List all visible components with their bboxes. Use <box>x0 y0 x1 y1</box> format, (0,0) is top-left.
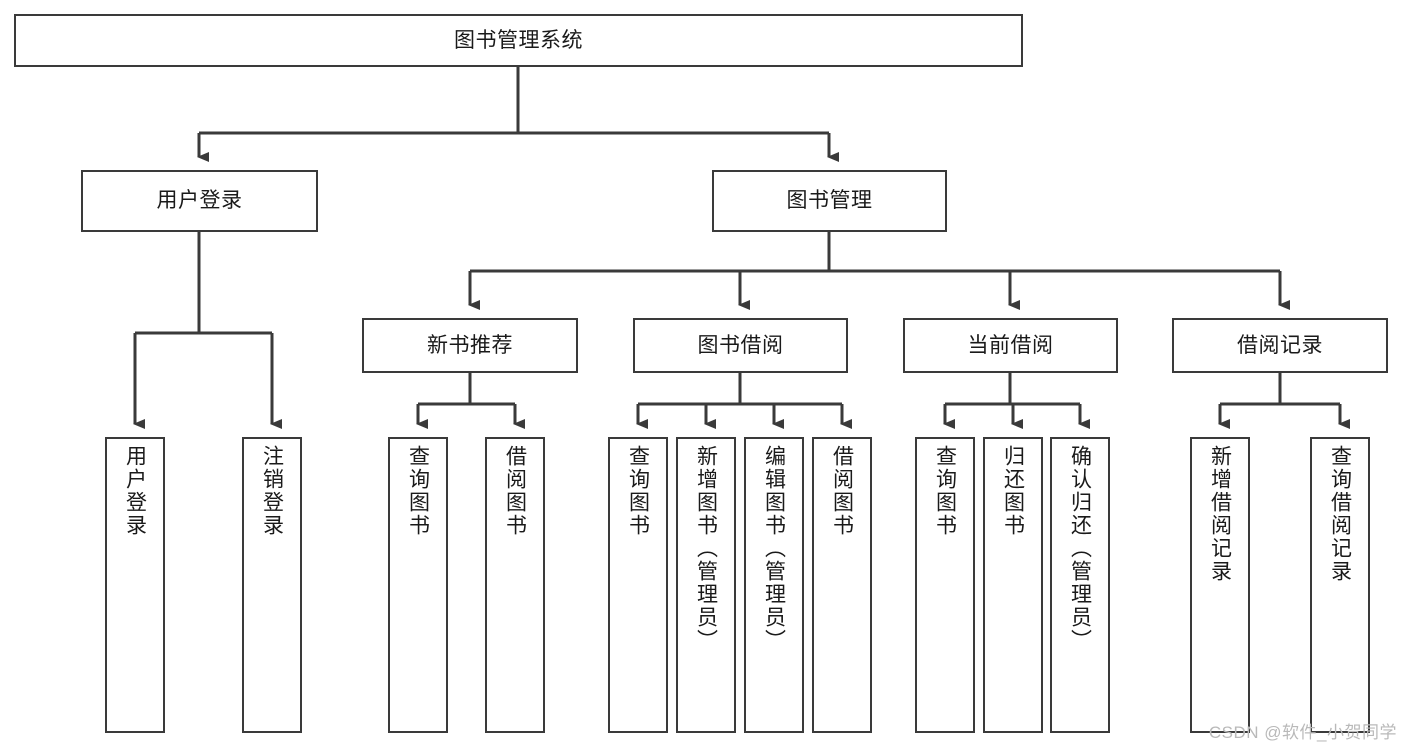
node-label: 新增借阅记录 <box>1208 445 1232 583</box>
node-label: 注销登录 <box>260 445 284 537</box>
node-borrow-record[interactable]: 借阅记录 <box>1172 318 1388 373</box>
node-label: 查询借阅记录 <box>1328 445 1352 583</box>
node-leaf-query-book-3[interactable]: 查询图书 <box>915 437 975 733</box>
node-label: 查询图书 <box>406 445 430 537</box>
node-leaf-query-book-1[interactable]: 查询图书 <box>388 437 448 733</box>
node-label: 归还图书 <box>1001 445 1025 537</box>
node-leaf-confirm-return[interactable]: 确认归还（管理员） <box>1050 437 1110 733</box>
node-label: 编辑图书（管理员） <box>762 445 786 652</box>
node-label: 用户登录 <box>123 445 147 537</box>
node-leaf-add-borrow-record[interactable]: 新增借阅记录 <box>1190 437 1250 733</box>
node-label: 借阅图书 <box>830 445 854 537</box>
node-book-borrow[interactable]: 图书借阅 <box>633 318 848 373</box>
node-leaf-add-book[interactable]: 新增图书（管理员） <box>676 437 736 733</box>
node-label: 借阅记录 <box>1237 333 1323 357</box>
node-user-login[interactable]: 用户登录 <box>81 170 318 232</box>
node-label: 查询图书 <box>626 445 650 537</box>
node-label: 新增图书（管理员） <box>694 445 718 652</box>
node-leaf-query-borrow-record[interactable]: 查询借阅记录 <box>1310 437 1370 733</box>
node-label: 图书借阅 <box>697 333 784 357</box>
node-label: 图书管理系统 <box>454 28 583 52</box>
node-label: 用户登录 <box>156 189 243 213</box>
node-leaf-user-logout[interactable]: 注销登录 <box>242 437 302 733</box>
watermark: CSDN @软件_小贺同学 <box>1208 723 1397 742</box>
node-book-manage[interactable]: 图书管理 <box>712 170 947 232</box>
node-leaf-borrow-book-2[interactable]: 借阅图书 <box>812 437 872 733</box>
node-label: 新书推荐 <box>427 333 513 357</box>
node-label: 确认归还（管理员） <box>1068 445 1092 652</box>
node-label: 借阅图书 <box>503 445 527 537</box>
node-current-borrow[interactable]: 当前借阅 <box>903 318 1118 373</box>
node-label: 图书管理 <box>786 189 873 213</box>
node-label: 当前借阅 <box>967 333 1054 357</box>
node-leaf-user-login[interactable]: 用户登录 <box>105 437 165 733</box>
node-leaf-return-book[interactable]: 归还图书 <box>983 437 1043 733</box>
node-leaf-edit-book[interactable]: 编辑图书（管理员） <box>744 437 804 733</box>
node-leaf-borrow-book-1[interactable]: 借阅图书 <box>485 437 545 733</box>
node-leaf-query-book-2[interactable]: 查询图书 <box>608 437 668 733</box>
node-new-book-recommend[interactable]: 新书推荐 <box>362 318 578 373</box>
node-root[interactable]: 图书管理系统 <box>14 14 1023 67</box>
node-label: 查询图书 <box>933 445 957 537</box>
